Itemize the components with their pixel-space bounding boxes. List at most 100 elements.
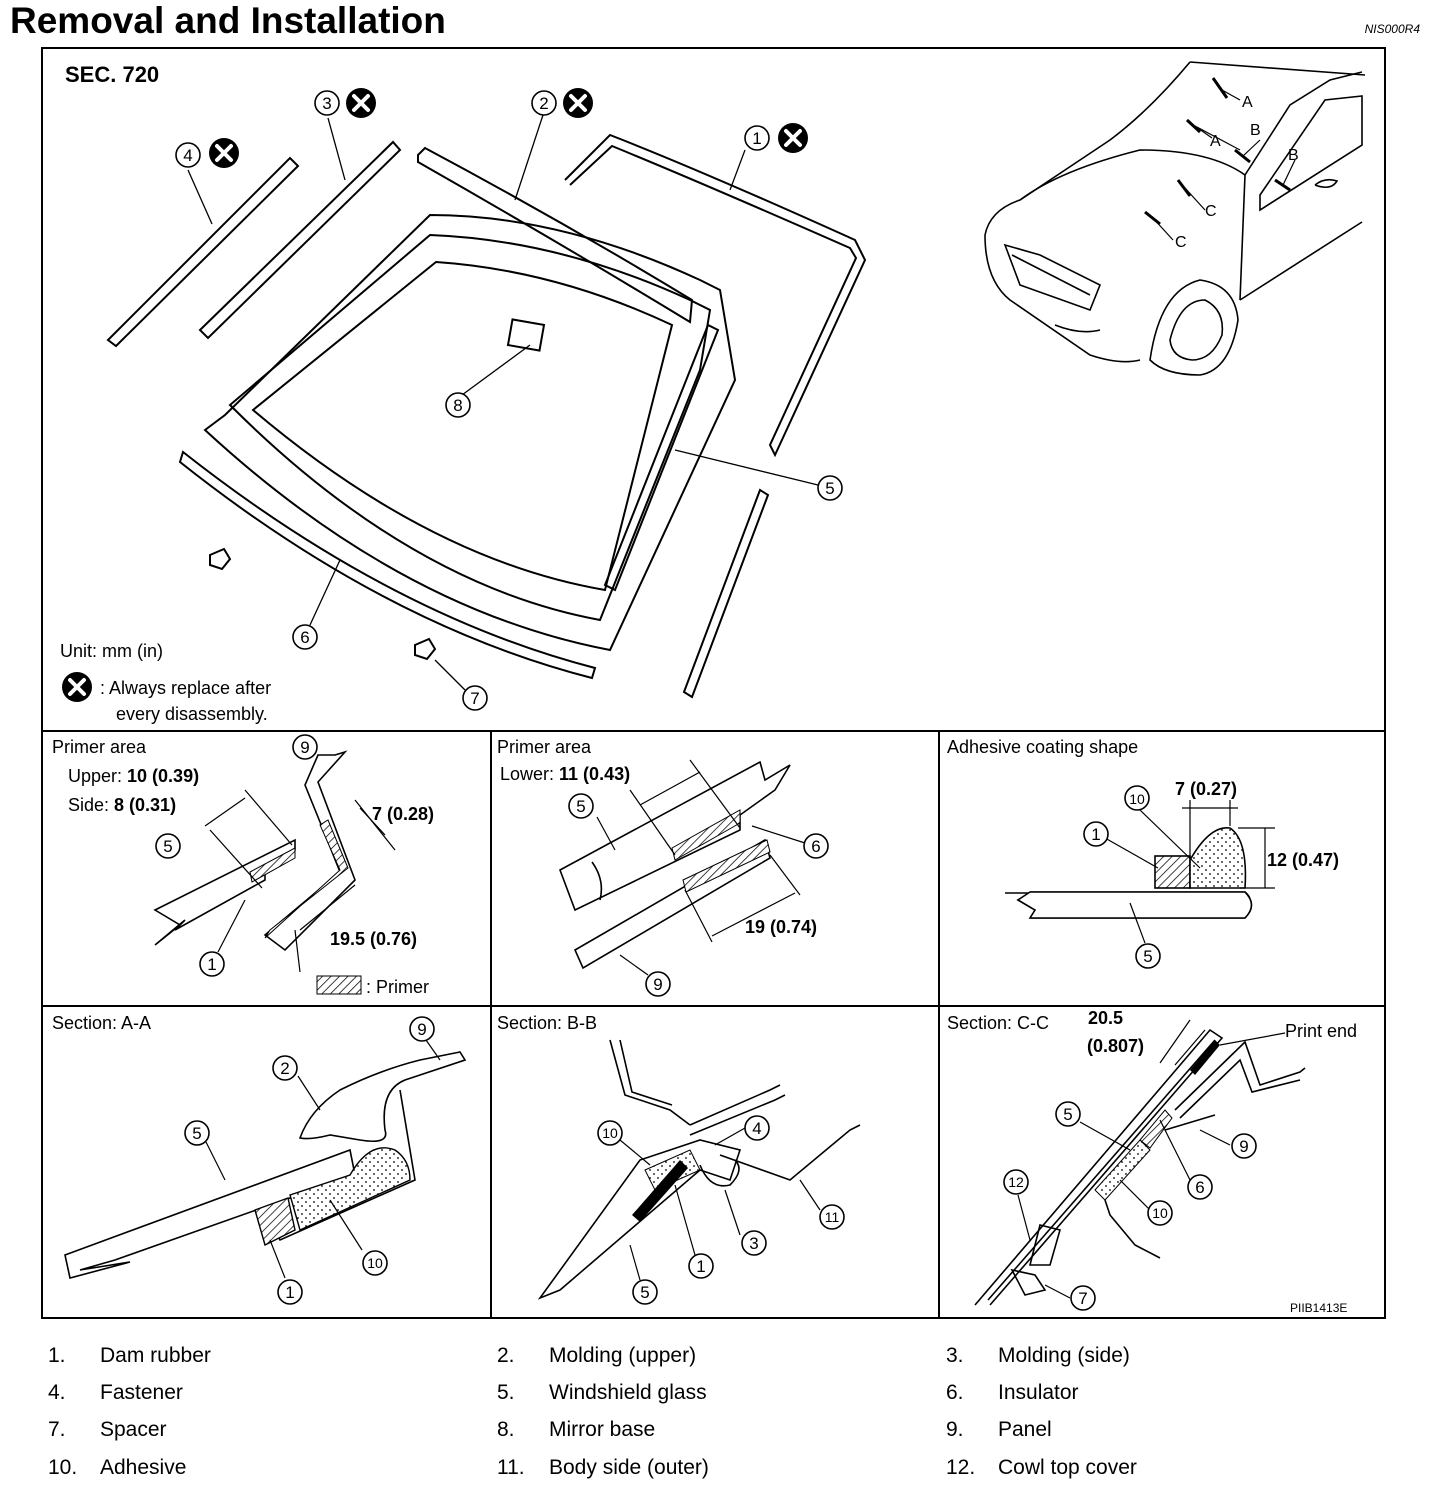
callout-1: 1 xyxy=(285,1283,294,1302)
replace-symbol-crosses xyxy=(68,94,802,696)
callout-8: 8 xyxy=(453,396,462,415)
callout-1: 1 xyxy=(696,1257,705,1276)
section-a-panel: Section: A-A 2 9 5 1 10 xyxy=(52,1013,467,1305)
callout-6: 6 xyxy=(1195,1178,1204,1197)
legend-number: 1. xyxy=(48,1344,66,1367)
primer-lower-title: Primer area xyxy=(497,737,592,757)
car-view xyxy=(984,61,1366,376)
legend-label: Fastener xyxy=(100,1381,183,1404)
primer-upper-label: Upper: 10 (0.39) xyxy=(68,766,199,786)
callout-3: 3 xyxy=(749,1234,758,1253)
car-label-a1: A xyxy=(1242,94,1253,111)
primer-lower-label: Lower: 11 (0.43) xyxy=(500,764,630,784)
car-label-c2: C xyxy=(1175,234,1187,251)
callout-5: 5 xyxy=(640,1283,649,1302)
legend-number: 5. xyxy=(497,1381,515,1404)
car-label-a2: A xyxy=(1210,133,1221,150)
section-number: SEC. 720 xyxy=(65,62,159,87)
legend-number: 2. xyxy=(497,1344,515,1367)
callout-6: 6 xyxy=(300,628,309,647)
callout-6: 6 xyxy=(811,837,820,856)
legend-number: 7. xyxy=(48,1418,66,1441)
adhesive-title: Adhesive coating shape xyxy=(947,737,1138,757)
car-section-letters: A A B B C C xyxy=(1175,94,1299,251)
figure-code: PIIB1413E xyxy=(1290,1301,1347,1315)
legend-number: 3. xyxy=(946,1344,964,1367)
callout-10: 10 xyxy=(367,1255,383,1271)
print-end-label: Print end xyxy=(1285,1021,1357,1041)
legend-label: Mirror base xyxy=(549,1418,656,1441)
legend-label: Spacer xyxy=(100,1418,167,1441)
legend-label: Panel xyxy=(998,1418,1052,1441)
primer-dim-7: 7 (0.28) xyxy=(372,804,434,824)
section-c-dim-in: (0.807) xyxy=(1087,1036,1144,1056)
legend-label: Molding (upper) xyxy=(549,1344,697,1367)
callout-1: 1 xyxy=(207,955,216,974)
callout-4: 4 xyxy=(183,146,192,165)
replace-note-line1: : Always replace after xyxy=(100,678,271,698)
main-callout-numbers: 3 2 1 4 8 5 6 7 xyxy=(183,94,834,708)
primer-dim-19-5: 19.5 (0.76) xyxy=(330,929,417,949)
callout-9: 9 xyxy=(300,738,309,757)
primer-upper-title: Primer area xyxy=(52,737,147,757)
adhesive-height: 12 (0.47) xyxy=(1267,850,1339,870)
primer-upper-panel: Primer area Upper: 10 (0.39) Side: 8 (0.… xyxy=(52,734,434,997)
legend-label: Molding (side) xyxy=(998,1344,1130,1367)
primer-dim-19: 19 (0.74) xyxy=(745,917,817,937)
adhesive-panel: Adhesive coating shape 1 10 5 xyxy=(947,737,1339,969)
legend-label: Adhesive xyxy=(100,1456,187,1479)
legend-number: 4. xyxy=(48,1381,66,1404)
legend-number: 9. xyxy=(946,1418,964,1441)
primer-legend-swatch xyxy=(316,975,362,995)
car-label-b2: B xyxy=(1288,147,1299,164)
legend-label: Dam rubber xyxy=(100,1344,211,1367)
section-b-panel: Section: B-B 10 xyxy=(497,1013,861,1305)
callout-5: 5 xyxy=(1143,947,1152,966)
section-c-dim-mm: 20.5 xyxy=(1088,1008,1123,1028)
callout-10: 10 xyxy=(1152,1205,1168,1221)
legend-number: 12. xyxy=(946,1456,976,1479)
car-label-c1: C xyxy=(1205,203,1217,220)
unit-note: Unit: mm (in) xyxy=(60,641,163,661)
callout-5: 5 xyxy=(163,837,172,856)
car-section-arrows xyxy=(1152,89,1296,241)
callout-3: 3 xyxy=(322,94,331,113)
callout-7: 7 xyxy=(1078,1289,1087,1308)
main-leader-lines xyxy=(187,114,819,691)
callout-4: 4 xyxy=(752,1119,761,1138)
legend-number: 11. xyxy=(497,1456,525,1479)
callout-2: 2 xyxy=(280,1059,289,1078)
primer-lower-panel: Primer area Lower: 11 (0.43) xyxy=(497,737,829,997)
adhesive-width: 7 (0.27) xyxy=(1175,779,1237,799)
replace-note-line2: every disassembly. xyxy=(116,704,268,724)
legend-number: 6. xyxy=(946,1381,964,1404)
callout-2: 2 xyxy=(539,94,548,113)
callout-12: 12 xyxy=(1008,1174,1024,1190)
legend-label: Body side (outer) xyxy=(549,1456,709,1479)
page-title: Removal and Installation xyxy=(10,0,446,41)
main-callout-circles xyxy=(175,90,843,711)
callout-10: 10 xyxy=(1129,791,1145,807)
section-c-title: Section: C-C xyxy=(947,1013,1049,1033)
callout-5: 5 xyxy=(192,1124,201,1143)
callout-1: 1 xyxy=(752,129,761,148)
callout-11: 11 xyxy=(825,1209,840,1225)
callout-10: 10 xyxy=(602,1125,618,1141)
callout-5: 5 xyxy=(825,479,834,498)
callout-5: 5 xyxy=(576,797,585,816)
document-code: NIS000R4 xyxy=(1364,22,1420,36)
diagram-frame xyxy=(41,47,1386,1319)
section-a-title: Section: A-A xyxy=(52,1013,151,1033)
callout-1: 1 xyxy=(1091,825,1100,844)
windshield-exploded-view xyxy=(106,133,867,699)
callout-9: 9 xyxy=(417,1020,426,1039)
legend-number: 10. xyxy=(48,1456,78,1479)
primer-legend-label: : Primer xyxy=(366,977,429,997)
primer-side-label: Side: 8 (0.31) xyxy=(68,795,176,815)
legend-label: Insulator xyxy=(998,1381,1079,1404)
legend-number: 8. xyxy=(497,1418,515,1441)
car-label-b1: B xyxy=(1250,122,1261,139)
car-section-markers xyxy=(1144,77,1291,226)
callout-5: 5 xyxy=(1063,1105,1072,1124)
